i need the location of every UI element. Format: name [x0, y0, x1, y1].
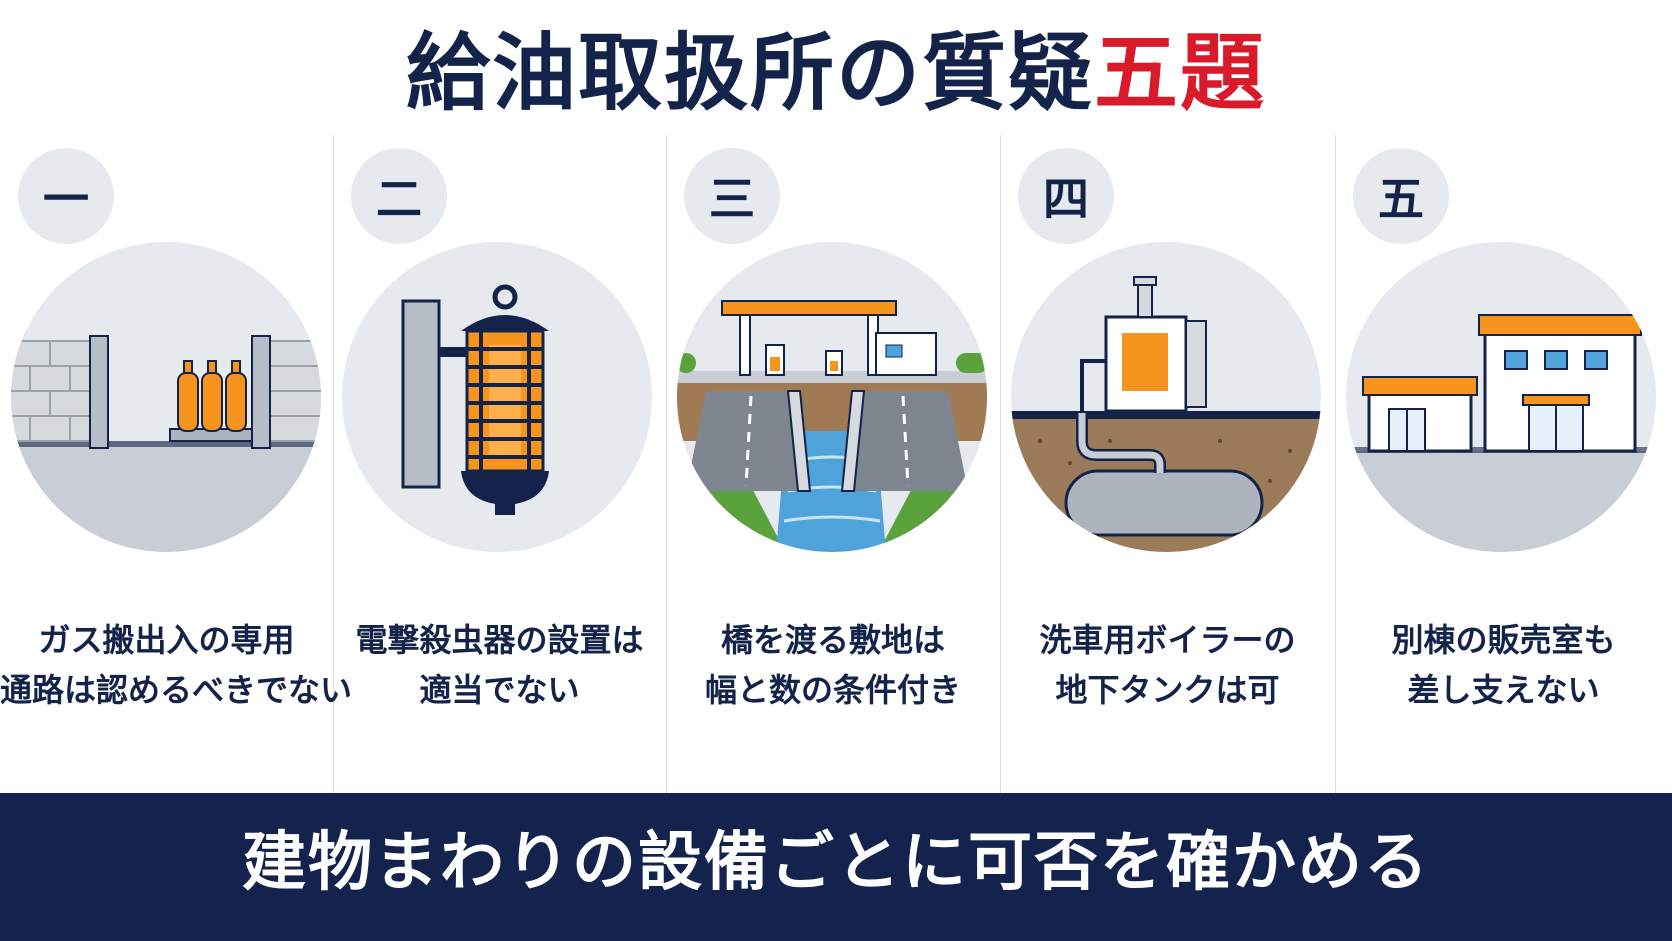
footer-banner: 建物まわりの設備ごとに可否を確かめる: [0, 793, 1672, 941]
item-number: 一: [43, 172, 89, 226]
item-card-4: 四: [1000, 135, 1335, 793]
caption-line: 電撃殺虫器の設置は: [355, 621, 644, 659]
footer-text: 建物まわりの設備ごとに可否を確かめる: [242, 826, 1430, 900]
item-caption: 別棟の販売室も 差し支えない: [1335, 615, 1672, 715]
bridge-station-illustration: [677, 242, 987, 552]
column-divider: [1000, 135, 1001, 793]
caption-line: 地下タンクは可: [1055, 671, 1280, 709]
caption-line: 幅と数の条件付き: [704, 671, 961, 709]
separate-building-illustration: [1346, 242, 1656, 552]
item-number: 三: [709, 172, 755, 226]
title-accent: 五題: [1094, 24, 1267, 122]
column-divider: [666, 135, 667, 793]
item-number: 五: [1378, 172, 1424, 226]
caption-line: 適当でない: [419, 671, 580, 709]
caption-line: 洗車用ボイラーの: [1039, 621, 1296, 659]
item-number-badge: 四: [1018, 148, 1114, 244]
item-card-1: 一: [0, 135, 353, 793]
item-number-badge: 一: [18, 148, 114, 244]
item-card-2: 二 電撃殺虫器の設置は 適当でない: [333, 135, 666, 793]
item-number: 四: [1043, 172, 1089, 226]
boiler-tank-illustration: [1011, 242, 1321, 552]
item-card-3: 三: [666, 135, 1000, 793]
items-row: 一: [0, 135, 1672, 793]
item-number-badge: 五: [1353, 148, 1449, 244]
item-number-badge: 三: [684, 148, 780, 244]
caption-line: 橋を渡る敷地は: [720, 621, 945, 659]
item-caption: 洗車用ボイラーの 地下タンクは可: [1000, 615, 1335, 715]
bug-zapper-illustration: [342, 242, 652, 552]
gas-passage-illustration: [11, 242, 321, 552]
item-caption: 橋を渡る敷地は 幅と数の条件付き: [666, 615, 1000, 715]
caption-line: 通路は認めるべきでない: [0, 671, 353, 709]
page-title: 給油取扱所の質疑五題: [0, 18, 1672, 128]
item-caption: ガス搬出入の専用 通路は認めるべきでない: [0, 615, 353, 715]
caption-line: 別棟の販売室も: [1391, 621, 1616, 659]
title-main: 給油取扱所の質疑: [405, 24, 1094, 122]
caption-line: 差し支えない: [1407, 671, 1600, 709]
item-caption: 電撃殺虫器の設置は 適当でない: [333, 615, 666, 715]
item-number-badge: 二: [351, 148, 447, 244]
column-divider: [333, 135, 334, 793]
item-number: 二: [376, 172, 422, 226]
caption-line: ガス搬出入の専用: [38, 621, 295, 659]
item-card-5: 五 別棟の販売室も 差し支えない: [1335, 135, 1672, 793]
column-divider: [1335, 135, 1336, 793]
